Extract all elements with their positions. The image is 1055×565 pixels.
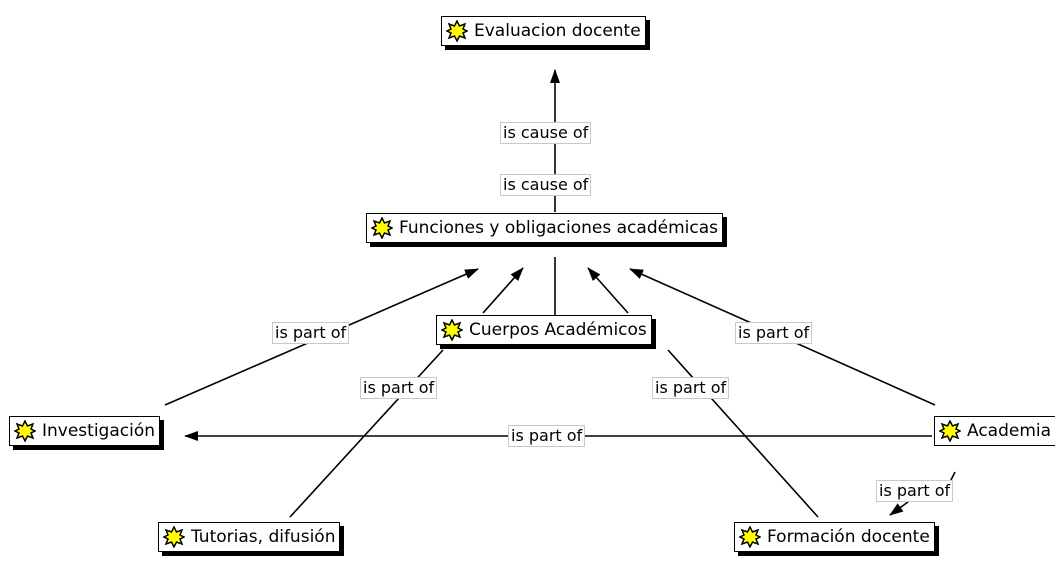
concept-star-icon bbox=[939, 420, 961, 442]
concept-label: Investigación bbox=[42, 421, 156, 441]
edge-cuerpos-funciones-right bbox=[587, 267, 629, 314]
edge-label-is-part-of: is part of bbox=[876, 480, 954, 502]
concept-label: Funciones y obligaciones académicas bbox=[399, 218, 718, 238]
concept-label: Cuerpos Académicos bbox=[469, 320, 647, 340]
concept-star-icon bbox=[446, 20, 468, 42]
edge-label-is-cause-of: is cause of bbox=[500, 122, 592, 144]
concept-node-investigacion[interactable]: Investigación bbox=[9, 416, 161, 446]
concept-node-formacion-docente[interactable]: Formación docente bbox=[734, 522, 935, 552]
concept-node-evaluacion-docente[interactable]: Evaluacion docente bbox=[441, 16, 646, 46]
edge-label-is-part-of: is part of bbox=[508, 425, 586, 447]
concept-star-icon bbox=[739, 526, 761, 548]
concept-node-cuerpos-academicos[interactable]: Cuerpos Académicos bbox=[436, 315, 652, 345]
edge-label-is-cause-of: is cause of bbox=[500, 174, 592, 196]
concept-star-icon bbox=[441, 319, 463, 341]
edge-tutorias-cuerpos bbox=[289, 349, 444, 518]
concept-star-icon bbox=[371, 217, 393, 239]
concept-label: Academia bbox=[967, 421, 1052, 441]
edge-label-is-part-of: is part of bbox=[735, 322, 813, 344]
edge-label-is-part-of: is part of bbox=[360, 377, 438, 399]
edge-label-is-part-of: is part of bbox=[652, 377, 730, 399]
concept-node-funciones[interactable]: Funciones y obligaciones académicas bbox=[366, 213, 723, 243]
edge-label-is-part-of: is part of bbox=[272, 322, 350, 344]
edge-formacion-cuerpos bbox=[667, 349, 819, 518]
concept-star-icon bbox=[14, 420, 36, 442]
concept-star-icon bbox=[163, 526, 185, 548]
concept-node-academia[interactable]: Academia bbox=[934, 416, 1055, 446]
edge-cuerpos-funciones-left bbox=[482, 267, 524, 314]
concept-node-tutorias[interactable]: Tutorias, difusión bbox=[158, 522, 341, 552]
concept-label: Tutorias, difusión bbox=[191, 527, 336, 547]
edge-academia-formacion-tail bbox=[889, 501, 909, 516]
concept-label: Evaluacion docente bbox=[474, 21, 641, 41]
concept-label: Formación docente bbox=[767, 527, 930, 547]
